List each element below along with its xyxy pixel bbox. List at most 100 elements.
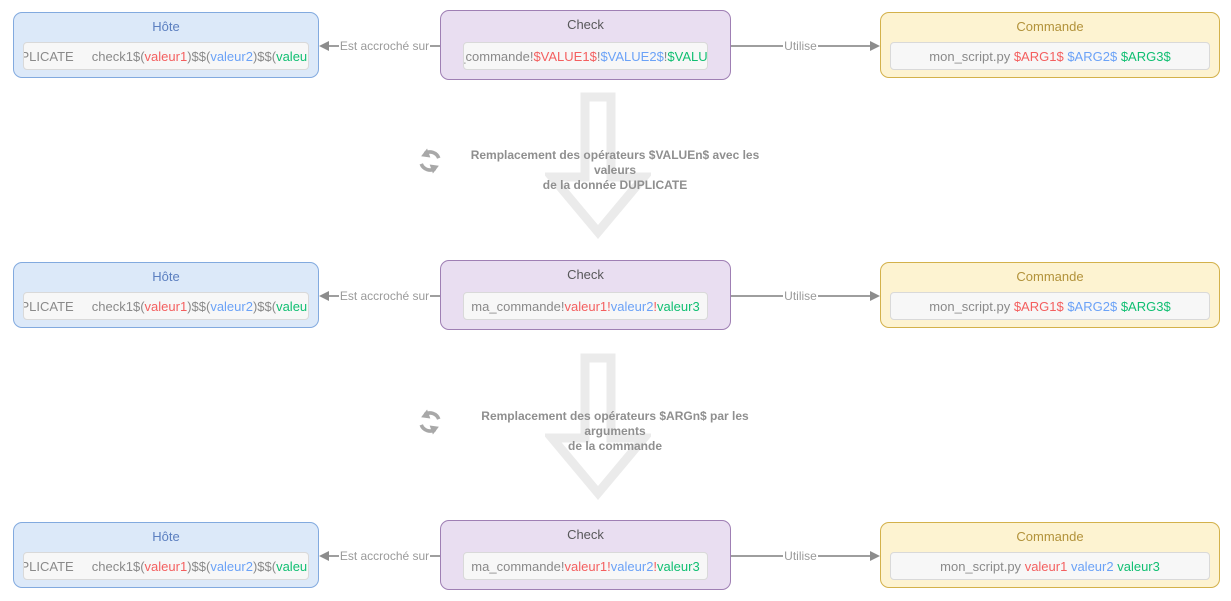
arrowhead-right-icon xyxy=(870,41,881,51)
connector-line xyxy=(430,45,440,47)
transform-caption-line1: Remplacement des opérateurs $ARGn$ par l… xyxy=(481,409,749,438)
code-segment: valeur2 xyxy=(210,48,253,64)
code-segment: DUPLICATE xyxy=(24,298,74,314)
code-segment: check1$( xyxy=(91,48,145,64)
connector-label: Utilise xyxy=(784,549,817,563)
code-segment: ! xyxy=(596,48,601,64)
code-segment: mon_script.py xyxy=(940,558,1025,574)
code-segment: $VALUE1$ xyxy=(533,48,597,64)
code-segment: ! xyxy=(607,298,611,314)
code-segment: valeur1 xyxy=(1024,558,1068,574)
arrowhead-left-icon xyxy=(319,41,329,51)
big-down-arrow-icon xyxy=(545,353,651,500)
code-segment: valeur2 xyxy=(210,558,253,574)
arrowhead-left-icon xyxy=(319,551,329,561)
big-down-arrow-icon xyxy=(545,92,651,239)
check-node: Check ma_commande!valeur1!valeur2!valeur… xyxy=(440,520,731,590)
code-segment: DUPLICATE xyxy=(24,558,74,574)
code-segment: check1$( xyxy=(91,298,145,314)
code-segment: valeur3 xyxy=(657,558,700,574)
commande-title: Commande xyxy=(1016,269,1084,284)
connector-label: Est accroché sur xyxy=(339,39,430,53)
code-segment: ! xyxy=(607,558,611,574)
check-node: Check ma_commande!$VALUE1$!$VALUE2$!$VAL… xyxy=(440,10,731,80)
code-segment: valeur1 xyxy=(144,48,188,64)
arrowhead-left-icon xyxy=(319,291,329,301)
connector-line xyxy=(329,555,339,557)
check-definition: ma_commande!$VALUE1$!$VALUE2$!$VALUE3$ xyxy=(463,42,708,70)
code-segment: valeur1 xyxy=(144,558,188,574)
code-segment: valeur3 xyxy=(276,298,308,314)
hote-definition: DUPLICATE check1$(valeur1)$$(valeur2)$$(… xyxy=(23,42,309,70)
code-segment: valeur1 xyxy=(564,298,608,314)
code-segment: $ARG2$ xyxy=(1067,48,1118,64)
connector-est-accroche-sur: Est accroché sur xyxy=(319,549,440,563)
code-segment: valeur2 xyxy=(610,298,654,314)
code-segment: mon_script.py xyxy=(929,48,1014,64)
connector-est-accroche-sur: Est accroché sur xyxy=(319,289,440,303)
connector-line xyxy=(430,295,440,297)
commande-definition: mon_script.py valeur1 valeur2 valeur3 xyxy=(890,552,1210,580)
commande-node: Commande mon_script.py $ARG1$ $ARG2$ $AR… xyxy=(880,12,1220,78)
connector-line xyxy=(430,555,440,557)
hote-title: Hôte xyxy=(152,269,180,284)
code-segment: )$$( xyxy=(252,558,277,574)
commande-node: Commande mon_script.py $ARG1$ $ARG2$ $AR… xyxy=(880,262,1220,328)
hote-node: Hôte DUPLICATE check1$(valeur1)$$(valeur… xyxy=(13,262,319,328)
code-segment: valeur2 xyxy=(610,558,654,574)
hote-title: Hôte xyxy=(152,529,180,544)
code-segment: $VALUE2$ xyxy=(600,48,664,64)
code-segment: $ARG1$ xyxy=(1013,298,1064,314)
code-segment: valeur2 xyxy=(1070,558,1114,574)
connector-line xyxy=(731,45,784,47)
connector-utilise: Utilise xyxy=(731,289,881,303)
connector-label: Utilise xyxy=(784,289,817,303)
transform-caption: Remplacement des opérateurs $ARGn$ par l… xyxy=(450,409,780,454)
code-segment: valeur3 xyxy=(1117,558,1160,574)
check-title: Check xyxy=(567,267,604,282)
connector-line xyxy=(817,295,871,297)
code-segment: mon_script.py xyxy=(929,298,1014,314)
code-segment: )$$( xyxy=(187,298,211,314)
commande-title: Commande xyxy=(1016,19,1084,34)
connector-utilise: Utilise xyxy=(731,549,881,563)
code-segment: valeur1 xyxy=(144,298,188,314)
code-segment: )$$( xyxy=(187,558,211,574)
transform-caption-line2: de la commande xyxy=(567,439,663,453)
check-title: Check xyxy=(567,527,604,542)
code-segment: valeur1 xyxy=(564,558,608,574)
code-segment: check1$( xyxy=(91,558,145,574)
connector-line xyxy=(329,45,339,47)
code-segment: ma_commande! xyxy=(471,558,565,574)
code-segment: $ARG3$ xyxy=(1120,48,1171,64)
check-definition: ma_commande!valeur1!valeur2!valeur3 xyxy=(463,552,708,580)
code-segment: valeur3 xyxy=(276,558,308,574)
code-segment: valeur3 xyxy=(657,298,700,314)
code-segment: ! xyxy=(653,558,658,574)
commande-node: Commande mon_script.py valeur1 valeur2 v… xyxy=(880,522,1220,588)
code-segment: )$$( xyxy=(252,48,277,64)
hote-node: Hôte DUPLICATE check1$(valeur1)$$(valeur… xyxy=(13,12,319,78)
connector-line xyxy=(731,295,784,297)
transform-caption-line1: Remplacement des opérateurs $VALUEn$ ave… xyxy=(470,148,760,177)
connector-line xyxy=(817,45,871,47)
connector-line xyxy=(329,295,339,297)
code-segment: ! xyxy=(653,298,658,314)
code-segment: valeur2 xyxy=(210,298,253,314)
hote-definition: DUPLICATE check1$(valeur1)$$(valeur2)$$(… xyxy=(23,552,309,580)
commande-title: Commande xyxy=(1016,529,1084,544)
code-segment: ma_commande! xyxy=(471,298,565,314)
hote-title: Hôte xyxy=(152,19,180,34)
code-segment: )$$( xyxy=(187,48,211,64)
sync-icon xyxy=(419,148,441,174)
connector-label: Est accroché sur xyxy=(339,549,430,563)
connector-label: Utilise xyxy=(784,39,817,53)
connector-line xyxy=(731,555,784,557)
code-segment: $ARG2$ xyxy=(1067,298,1118,314)
transform-caption: Remplacement des opérateurs $VALUEn$ ave… xyxy=(450,148,780,193)
code-segment: $ARG3$ xyxy=(1120,298,1171,314)
code-segment: )$$( xyxy=(252,298,277,314)
arrowhead-right-icon xyxy=(870,291,881,301)
code-segment: valeur3 xyxy=(276,48,308,64)
